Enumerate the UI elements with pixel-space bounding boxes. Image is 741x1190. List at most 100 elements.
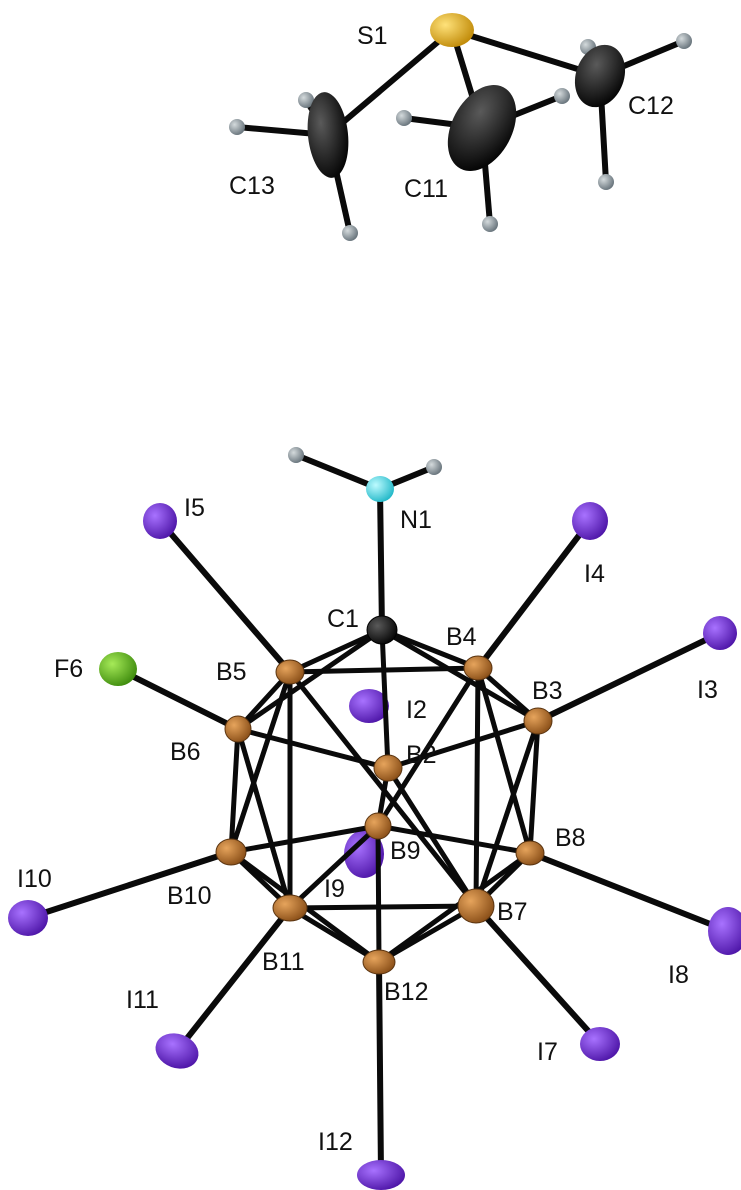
label-i3: I3 [697, 676, 718, 704]
cation-hydrogens [229, 33, 692, 241]
atom-i3 [703, 616, 737, 650]
bond-b3-i3 [535, 630, 723, 724]
back-iodines [344, 689, 389, 878]
cage-bond [287, 627, 385, 675]
bond-b5-i5 [157, 518, 293, 675]
cage-bond [235, 726, 391, 771]
atom-i10 [8, 900, 48, 936]
atom-i2 [349, 689, 389, 723]
cage-bond [287, 903, 479, 911]
atom-b6 [224, 715, 252, 743]
cage-bond [228, 823, 381, 855]
label-b4: B4 [446, 623, 477, 651]
hydrogen-atom [676, 33, 692, 49]
label-b10: B10 [167, 882, 211, 910]
label-b8: B8 [555, 824, 586, 852]
bond-c1-n1 [377, 486, 385, 633]
atom-b8 [515, 840, 545, 866]
atom-b12 [362, 949, 396, 975]
cage-bond [228, 726, 241, 855]
label-i12: I12 [318, 1128, 353, 1156]
atom-i9 [344, 830, 384, 878]
atom-labels: S1 C12 C13 C11 I5 N1 I4 C1 F6 B4 B5 I3 B… [17, 22, 718, 1156]
bond-b12-i12 [376, 959, 384, 1178]
cage-bond [287, 665, 481, 675]
cage-bond [473, 665, 481, 909]
bond-s1-c13 [325, 27, 455, 138]
bond-b6-f6 [115, 666, 241, 732]
label-c13: C13 [229, 172, 275, 200]
hydrogen-atom [482, 216, 498, 232]
label-n1: N1 [400, 506, 432, 534]
cage-bond [475, 665, 533, 856]
cage-bond [375, 665, 481, 829]
cage-bond [379, 627, 541, 724]
atom-i11 [155, 1033, 199, 1069]
hydrogen-atom [288, 447, 304, 463]
label-i8: I8 [668, 961, 689, 989]
atom-c1 [366, 615, 398, 645]
bond-b10-i10 [25, 849, 234, 921]
label-b12: B12 [384, 978, 428, 1006]
label-i11: I11 [126, 986, 159, 1014]
cage-bond [228, 669, 293, 855]
substituent-bonds [25, 452, 731, 1178]
label-i5: I5 [184, 494, 205, 522]
label-b6: B6 [170, 738, 201, 766]
label-b5: B5 [216, 658, 247, 686]
atom-i4 [572, 502, 608, 540]
atom-c13 [307, 92, 349, 178]
hydrogen-atom [229, 119, 245, 135]
cage-bond [235, 627, 385, 732]
label-b9: B9 [390, 837, 421, 865]
label-c12: C12 [628, 92, 674, 120]
bond-s1-c12 [449, 27, 603, 79]
atom-b10 [215, 838, 247, 866]
bond-b7-i7 [473, 903, 603, 1047]
atom-i5 [143, 503, 177, 539]
label-i2: I2 [406, 696, 427, 724]
atom-f6 [99, 652, 137, 686]
cage-bond [379, 627, 481, 671]
atom-b2 [373, 754, 403, 782]
cage-atoms [215, 615, 553, 975]
atom-c12 [574, 44, 626, 108]
hydrogen-atom [396, 110, 412, 126]
bond-b8-i8 [527, 850, 731, 934]
cage-bond [379, 627, 391, 771]
atom-b9 [364, 812, 392, 840]
cation-heavy-atoms [307, 13, 626, 178]
atom-s1 [430, 13, 474, 47]
cage-bond [235, 726, 293, 911]
cage-bond [287, 823, 381, 911]
atom-i12 [357, 1160, 405, 1190]
label-b3: B3 [532, 677, 563, 705]
cage-bond [376, 850, 533, 965]
atom-b3 [523, 707, 553, 735]
substituent-atoms [8, 447, 741, 1190]
label-b7: B7 [497, 898, 528, 926]
label-c11: C11 [404, 175, 448, 203]
bond-b4-i4 [475, 518, 593, 671]
hydrogen-atom [342, 225, 358, 241]
bond-n1-h1 [293, 452, 383, 492]
label-i10: I10 [17, 865, 52, 893]
atom-b7 [457, 888, 495, 924]
label-b11: B11 [262, 948, 305, 976]
label-b2: B2 [406, 741, 437, 769]
label-i9: I9 [324, 875, 345, 903]
hydrogen-atom [426, 459, 442, 475]
label-i7: I7 [537, 1038, 558, 1066]
label-f6: F6 [54, 655, 83, 683]
sulfonium-cation [229, 13, 692, 241]
hydrogen-atom [554, 88, 570, 104]
cage-bond [527, 718, 541, 856]
cage-bond [287, 905, 382, 965]
cage-bond [375, 823, 382, 965]
label-c1: C1 [327, 605, 359, 633]
cage-bond [375, 823, 533, 856]
atom-c11 [447, 85, 517, 171]
atom-b11 [272, 894, 308, 922]
atom-i7 [580, 1027, 620, 1061]
